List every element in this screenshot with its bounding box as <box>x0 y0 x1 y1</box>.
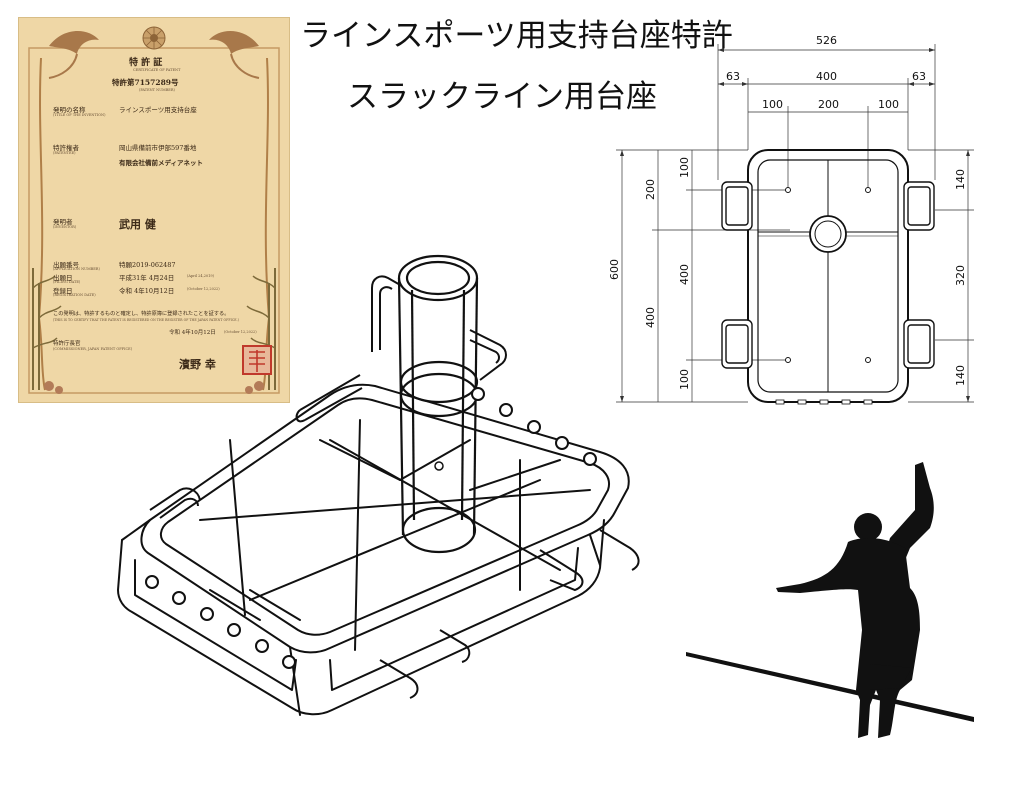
certification-statement-en: (THIS IS TO CERTIFY THAT THE PATENT IS R… <box>53 318 239 322</box>
dim-inner-top: 100 <box>678 157 691 178</box>
patent-certificate: 特 許 証 CERTIFICATE OF PATENT 特許第7157289号 … <box>18 17 290 403</box>
patent-number: 特許第7157289号 <box>112 78 179 87</box>
bottom-feet <box>775 399 873 405</box>
base-outline <box>747 149 909 403</box>
invention-label-en: (TITLE OF THE INVENTION) <box>53 113 106 117</box>
registration-date-value-en: (October 12,2022) <box>187 287 220 291</box>
application-number-label: 出願番号 <box>53 261 79 269</box>
issue-date: 令和 4年10月12日 <box>169 330 216 336</box>
phoenix-right-icon <box>209 30 260 79</box>
chrysanthemum-seal-icon <box>142 26 166 50</box>
commissioner-name: 濱野 幸 <box>179 358 216 371</box>
dim-right-mid: 320 <box>954 265 967 286</box>
title-line-1: ラインスポーツ用支持台座特許 <box>300 18 733 54</box>
invention-label: 発明の名称 <box>53 106 86 114</box>
dim-right-top: 140 <box>954 169 967 190</box>
dim-seg-mid: 200 <box>818 98 839 111</box>
dim-seg-right: 100 <box>878 98 899 111</box>
dim-inner-mid: 400 <box>678 264 691 285</box>
dim-seg-left: 100 <box>762 98 783 111</box>
dim-left-bottom: 400 <box>644 307 657 328</box>
dim-total-height: 600 <box>608 259 621 280</box>
dim-total-width: 526 <box>816 34 837 47</box>
invention-value: ラインスポーツ用支持台座 <box>119 106 197 114</box>
dim-inner-width: 400 <box>816 70 837 83</box>
slackline-line <box>686 652 974 722</box>
bamboo-left-icon <box>32 268 62 390</box>
person-silhouette-icon <box>776 462 934 738</box>
issue-date-en: (October 12,2022) <box>224 330 257 334</box>
inventor-value: 武用 健 <box>119 218 156 231</box>
mounting-holes <box>785 187 871 363</box>
dim-inner-bottom: 100 <box>678 369 691 390</box>
tube-pin-hole <box>434 461 444 471</box>
side-bolts <box>145 387 597 669</box>
flower-bottom-left-icon <box>44 381 63 394</box>
certificate-heading-en: CERTIFICATE OF PATENT <box>133 68 181 72</box>
holder-address: 岡山県備前市伊部597番地 <box>119 144 197 152</box>
filing-date-label-en: (FILING DATE) <box>53 280 81 284</box>
certificate-border-ornaments <box>28 26 280 394</box>
registration-date-value: 令和 4年10月12日 <box>119 287 175 295</box>
registration-date-label: 登録日 <box>53 287 73 295</box>
patent-number-en: (PATENT NUMBER) <box>139 88 175 92</box>
certificate-heading: 特 許 証 <box>129 58 163 68</box>
dim-left-top: 200 <box>644 179 657 200</box>
filing-date-value-en: (April 24,2019) <box>187 274 214 278</box>
dim-right-margin: 63 <box>912 70 926 83</box>
dim-left-margin: 63 <box>726 70 740 83</box>
post-socket <box>809 215 847 253</box>
center-post-tube <box>397 254 479 554</box>
handles <box>721 181 935 369</box>
flower-bottom-right-icon <box>245 381 264 394</box>
holder-label: 特許権者 <box>53 144 79 152</box>
official-seal-stamp <box>242 345 272 375</box>
filing-date-label: 出願日 <box>53 274 73 282</box>
isometric-handles <box>149 275 640 699</box>
certification-statement: この発明は、特許するものと確定し、特許原簿に登録されたことを証する。 <box>53 311 230 317</box>
title-line-2: スラックライン用台座 <box>347 79 657 115</box>
registration-date-label-en: (REGISTRATION DATE) <box>53 293 96 297</box>
application-number-value: 特願2019-062487 <box>119 261 176 269</box>
holder-name: 有限会社備前メディアネット <box>119 159 204 167</box>
dim-right-bottom: 140 <box>954 365 967 386</box>
isometric-base-drawing <box>117 254 640 716</box>
commissioner-label: 特許庁長官 <box>53 341 81 347</box>
phoenix-left-icon <box>48 30 99 79</box>
inventor-label: 発明者 <box>53 218 73 226</box>
top-view-dimension-drawing: 526 63 400 63 100 200 100 600 200 400 10… <box>608 34 974 405</box>
inventor-label-en: (INVENTOR) <box>53 225 77 229</box>
slackline-walker-silhouette <box>686 462 974 738</box>
application-number-label-en: (APPLICATION NUMBER) <box>53 267 100 271</box>
holder-label-en: (PATENTEE) <box>53 151 76 155</box>
filing-date-value: 平成31年 4月24日 <box>119 274 175 282</box>
commissioner-label-en: (COMMISSIONER, JAPAN PATENT OFFICE) <box>53 347 133 351</box>
